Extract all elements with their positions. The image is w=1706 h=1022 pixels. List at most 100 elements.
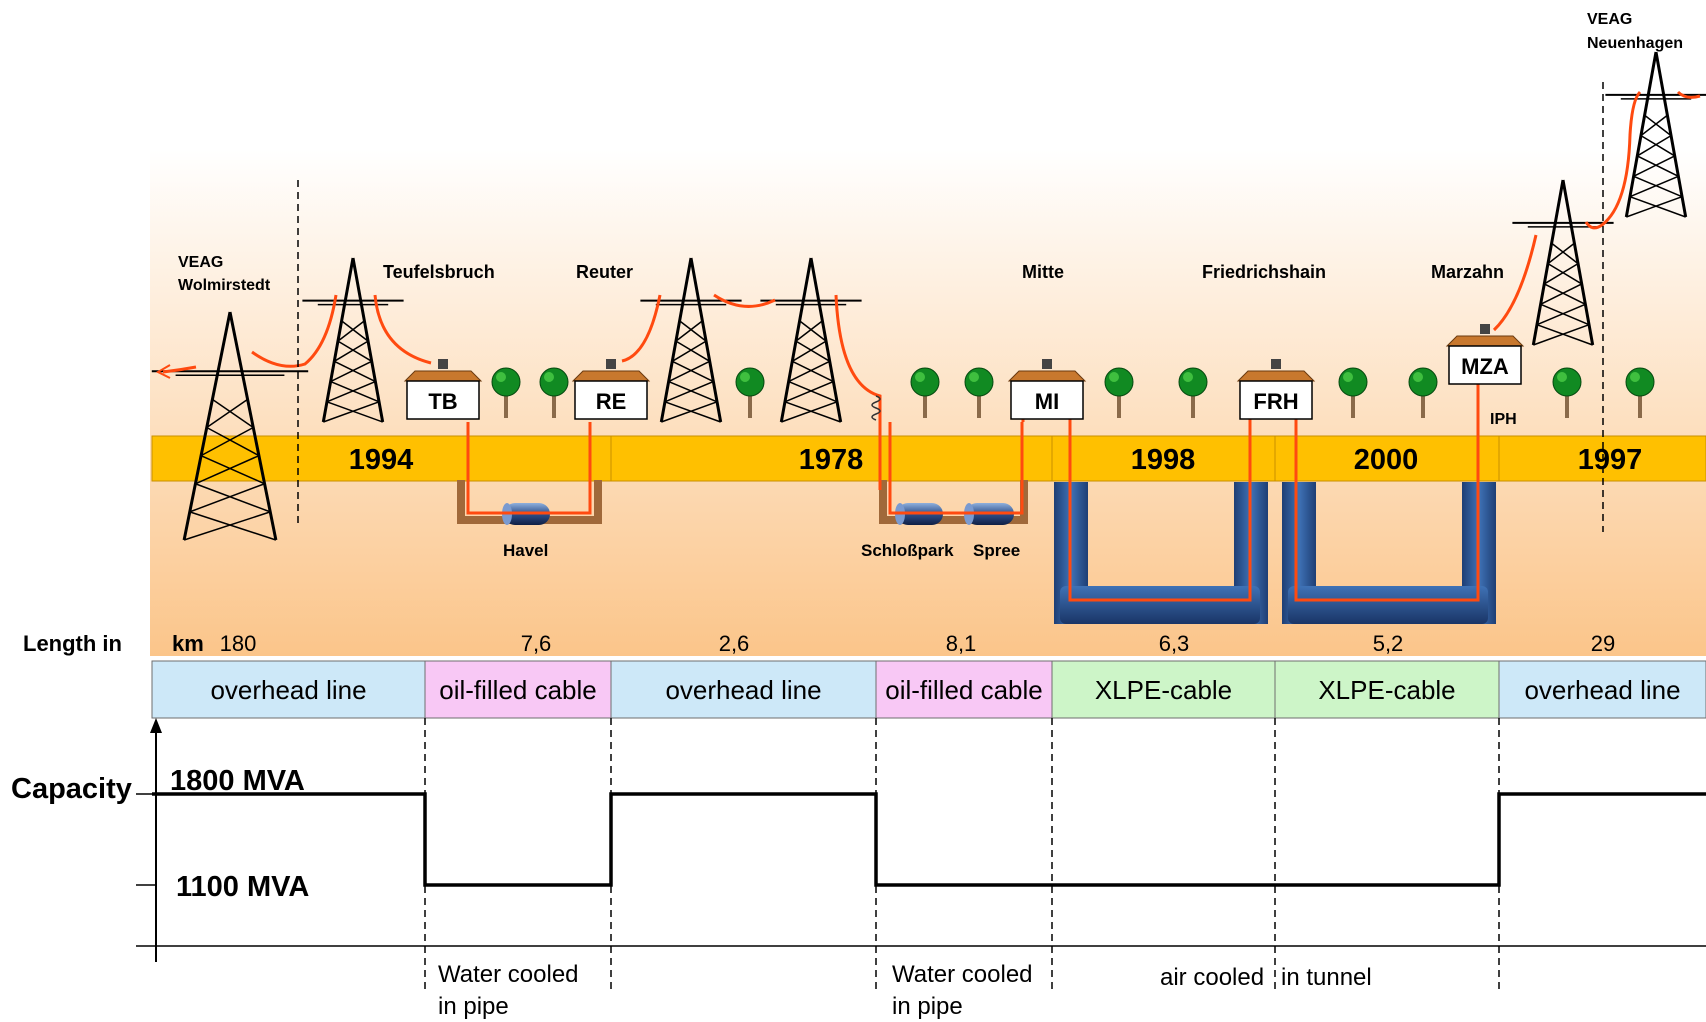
havel-crossing	[457, 422, 602, 525]
iph-label: IPH	[1490, 411, 1517, 428]
cooling-air-a: air cooled	[1160, 964, 1264, 991]
conductor	[621, 294, 662, 363]
substation-frh: FRH	[1236, 359, 1316, 420]
substation-tb: TB	[403, 359, 483, 420]
year-band: 1994 1978 1998 2000 1997	[151, 435, 1706, 482]
crossing-spree: Spree	[973, 541, 1020, 560]
length-value: 29	[1591, 631, 1615, 656]
segment-type-label: XLPE-cable	[1095, 675, 1232, 705]
length-label: Length in	[23, 631, 122, 656]
substation-mi: MI	[1007, 359, 1087, 420]
substation-re: RE	[571, 359, 651, 420]
tree-icon	[1408, 367, 1438, 418]
tree-icon	[910, 367, 940, 418]
segment-cell	[1498, 660, 1706, 719]
conductor	[834, 294, 882, 490]
year-label: 2000	[1354, 444, 1419, 476]
crossing-schlosspark: Schloßpark	[861, 541, 954, 560]
substation-mza: MZA	[1445, 324, 1525, 385]
segment-cell	[424, 660, 612, 719]
year-label: 1997	[1578, 444, 1643, 476]
tree-icon	[1104, 367, 1134, 418]
conductor	[713, 293, 776, 308]
tree-icon	[1625, 367, 1655, 418]
tunnel-bottom	[1060, 586, 1260, 624]
station-code: MI	[1035, 389, 1059, 414]
pylon-icon	[1512, 179, 1614, 346]
conductor	[1584, 90, 1642, 230]
segment-type-label: overhead line	[1524, 675, 1680, 705]
pylon-icon	[302, 257, 404, 423]
length-value: 2,6	[719, 631, 750, 656]
pylon-icon	[760, 257, 862, 423]
operator-right-line1: VEAG	[1587, 11, 1632, 28]
length-value: 180	[220, 631, 257, 656]
conductor	[162, 365, 197, 374]
capacity-chart: Capacity 1800 MVA 1100 MVA	[11, 718, 1706, 962]
year-band-segment	[610, 435, 1053, 482]
segment-cell	[151, 660, 426, 719]
pylon-icon	[151, 311, 309, 541]
year-band-segment	[1274, 435, 1500, 482]
tree-icon	[964, 367, 994, 418]
cooling-water2-line1: Water cooled	[892, 961, 1033, 988]
station-code: FRH	[1253, 389, 1298, 414]
tree-icon	[735, 367, 765, 418]
station-name-marzahn: Marzahn	[1431, 262, 1504, 282]
tunnel-cable	[1294, 422, 1480, 602]
year-band-segment	[151, 435, 612, 482]
tunnel-cable	[1068, 422, 1252, 602]
station-code: TB	[428, 389, 457, 414]
tree-icon	[539, 367, 569, 418]
cable-type-row: overhead line oil-filled cable overhead li…	[151, 660, 1706, 719]
cooling-water1-line1: Water cooled	[438, 961, 579, 988]
tree-icon	[491, 367, 521, 418]
station-name-teufelsbruch: Teufelsbruch	[383, 262, 495, 282]
cooling-water2-line2: in pipe	[892, 993, 963, 1020]
cooling-water1-line2: in pipe	[438, 993, 509, 1020]
spree-trench	[879, 480, 1028, 524]
capacity-label: Capacity	[11, 773, 132, 805]
year-label: 1978	[799, 444, 864, 476]
segment-cell	[875, 660, 1053, 719]
substations: TB RE MI FRH MZA	[403, 324, 1525, 420]
year-label: 1994	[349, 444, 414, 476]
operator-left-line2: Wolmirstedt	[178, 277, 271, 294]
conductor	[251, 294, 338, 368]
operator-right-line2: Neuenhagen	[1587, 35, 1683, 52]
arrow-left-icon	[155, 364, 171, 379]
tree-icon	[1178, 367, 1208, 418]
segment-type-label: oil-filled cable	[885, 675, 1043, 705]
station-name-friedrichshain: Friedrichshain	[1202, 262, 1326, 282]
segment-type-label: oil-filled cable	[439, 675, 597, 705]
operator-left-line1: VEAG	[178, 254, 223, 271]
cooling-air-b: in tunnel	[1281, 964, 1372, 991]
year-label: 1998	[1131, 444, 1196, 476]
length-value: 7,6	[521, 631, 552, 656]
crossing-havel: Havel	[503, 541, 548, 560]
spree-cable	[888, 422, 1024, 515]
section-dividers	[424, 718, 1500, 992]
segment-cell	[610, 660, 877, 719]
pylon-icon	[1605, 51, 1706, 218]
tunnel-1998	[1054, 422, 1268, 624]
length-value: 5,2	[1373, 631, 1404, 656]
station-code: RE	[596, 389, 627, 414]
capacity-low-label: 1100 MVA	[176, 871, 309, 903]
tree-icon	[1552, 367, 1582, 418]
segment-type-label: overhead line	[210, 675, 366, 705]
station-code: MZA	[1461, 354, 1509, 379]
conductor	[1676, 90, 1701, 99]
year-band-segment	[1051, 435, 1276, 482]
tunnel-bottom	[1288, 586, 1488, 624]
capacity-high-label: 1800 MVA	[170, 765, 305, 797]
length-value: 6,3	[1159, 631, 1190, 656]
havel-cable	[466, 422, 592, 515]
segment-cell	[1274, 660, 1500, 719]
tree-icon	[1338, 367, 1368, 418]
pylon-icon	[640, 257, 742, 423]
conductor	[1492, 234, 1538, 332]
segment-type-label: overhead line	[665, 675, 821, 705]
